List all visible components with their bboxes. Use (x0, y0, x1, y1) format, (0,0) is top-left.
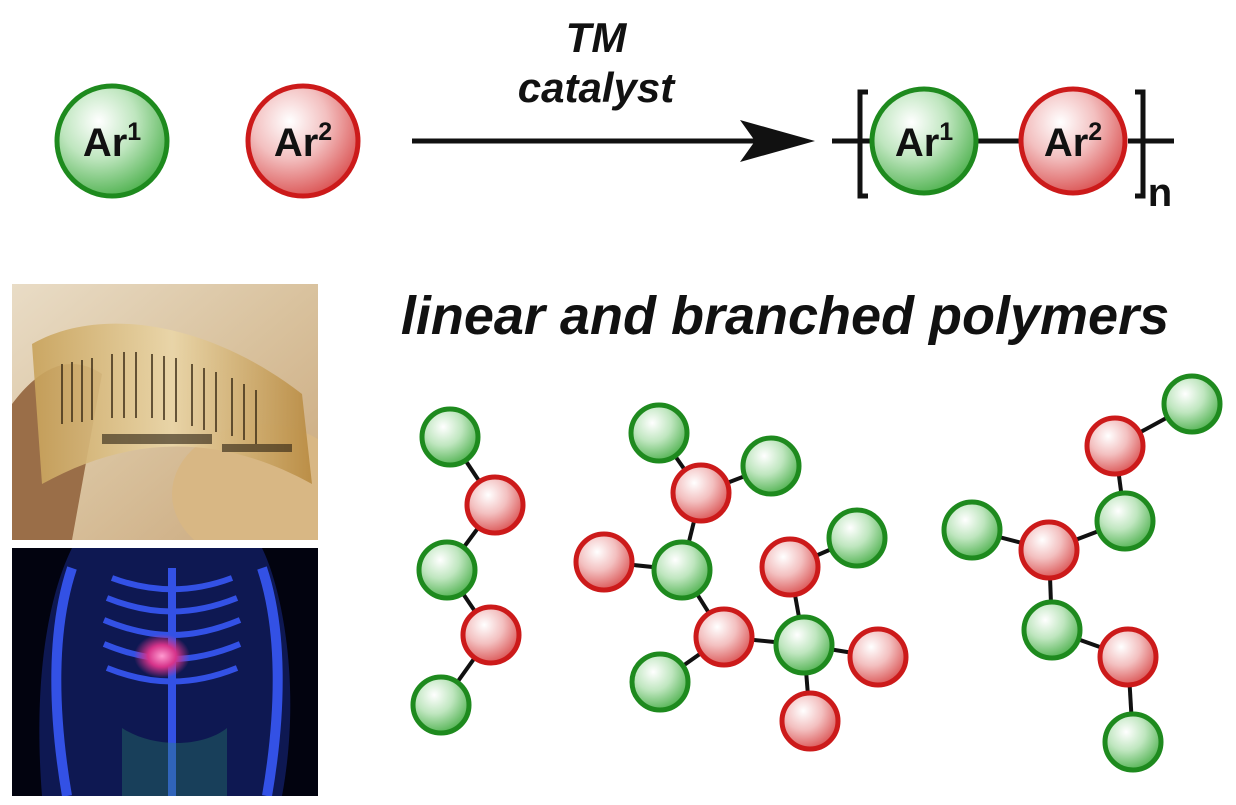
green-node (410, 674, 472, 736)
repeat-subscript-n: n (1148, 171, 1172, 215)
green-node (941, 499, 1003, 561)
red-node (759, 536, 821, 598)
polymers-heading: linear and branched polymers (401, 286, 1169, 346)
green-node (651, 539, 713, 601)
red-node (693, 606, 755, 668)
green-node (1161, 373, 1223, 435)
svg-text:Ar1: Ar1 (895, 118, 953, 165)
left-bracket (857, 89, 868, 199)
green-node (773, 614, 835, 676)
monomer-ar2-superscript: 2 (318, 118, 332, 146)
svg-text:Ar2: Ar2 (1044, 118, 1102, 165)
green-node (416, 539, 478, 601)
red-node (670, 462, 732, 524)
reaction-arrow (412, 120, 815, 162)
product-ar2-label: Ar (1044, 121, 1088, 165)
monomer-ar2: Ar2 (245, 83, 361, 199)
green-node (1021, 599, 1083, 661)
red-node (460, 604, 522, 666)
green-node (740, 435, 802, 497)
xray-body-scan-image (12, 548, 318, 796)
product-ar1-label: Ar (895, 121, 939, 165)
product-ar2-superscript: 2 (1088, 118, 1102, 146)
monomer-ar1-superscript: 1 (127, 118, 141, 146)
monomer-ar1: Ar1 (54, 83, 170, 199)
green-node (1094, 490, 1156, 552)
red-node (1084, 415, 1146, 477)
right-bracket (1135, 89, 1146, 199)
green-node (419, 406, 481, 468)
monomer-ar2-label: Ar (274, 121, 318, 165)
arrow-label-catalyst: catalyst (518, 64, 676, 111)
product-ar1-superscript: 1 (939, 118, 953, 146)
polymer-product: Ar1 Ar2 n (832, 86, 1174, 215)
red-node (1097, 626, 1159, 688)
monomer-ar1-label: Ar (83, 121, 127, 165)
green-node (826, 507, 888, 569)
svg-text:Ar2: Ar2 (274, 118, 332, 165)
green-node (629, 651, 691, 713)
polymer-nodes (410, 373, 1223, 773)
red-node (1018, 519, 1080, 581)
svg-text:Ar1: Ar1 (83, 118, 141, 165)
green-node (1102, 711, 1164, 773)
branched-polymer-2 (971, 402, 1193, 743)
red-node (847, 626, 909, 688)
flexible-circuit-photo (12, 284, 318, 540)
red-node (573, 531, 635, 593)
red-node (464, 474, 526, 536)
red-node (779, 690, 841, 752)
green-node (628, 402, 690, 464)
arrow-label-tm: TM (566, 14, 628, 61)
